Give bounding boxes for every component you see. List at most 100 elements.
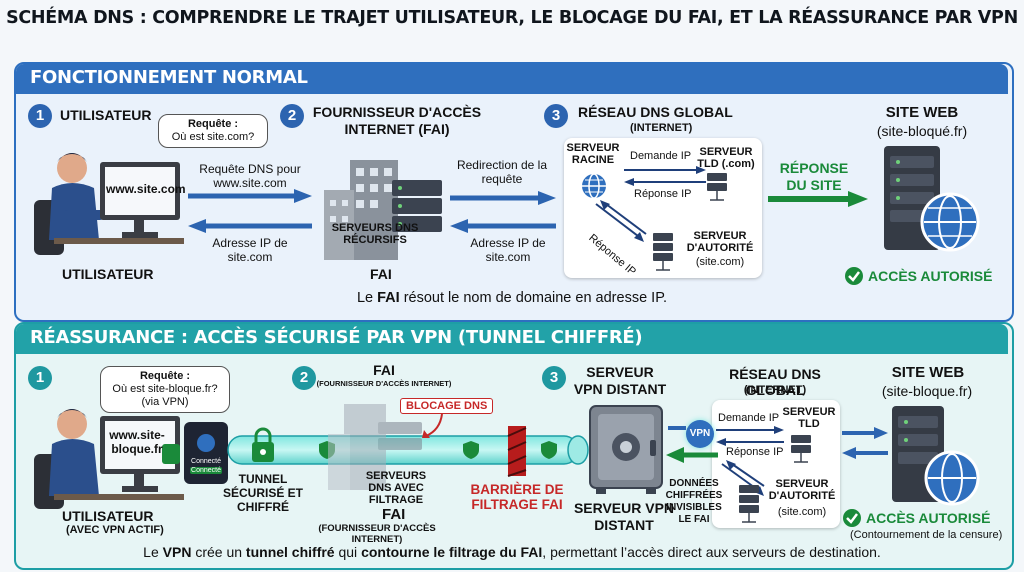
page-title: SCHÉMA DNS : COMPRENDRE LE TRAJET UTILIS… bbox=[6, 8, 1018, 28]
arrow-redirect-label: Redirection de la requête bbox=[456, 158, 548, 186]
vpn-auth-label: SERVEUR D'AUTORITÉ bbox=[768, 478, 836, 502]
vpn-site-return-arrow-icon bbox=[842, 447, 888, 459]
vpn-web-server-icon bbox=[892, 406, 980, 506]
bubble-title: Requête : bbox=[187, 118, 239, 130]
auth-exchange-arrows-icon bbox=[595, 200, 647, 242]
vpn-header-bar bbox=[16, 324, 1008, 354]
vpn-step-2-badge: 2 bbox=[292, 366, 316, 390]
normal-header: FONCTIONNEMENT NORMAL bbox=[30, 67, 308, 88]
dns-block-badge: BLOCAGE DNS bbox=[400, 398, 494, 414]
vpn-tld-arrows-icon bbox=[716, 426, 784, 446]
vpn-header: RÉASSURANCE : ACCÈS SÉCURISÉ PAR VPN (TU… bbox=[30, 327, 643, 348]
reponse-ip-label: Réponse IP bbox=[634, 188, 692, 200]
arrow-request-icon bbox=[188, 189, 312, 203]
arrow-request-label: Requête DNS pour www.site.com bbox=[199, 162, 301, 190]
bubble-text: Où est site-bloque.fr? bbox=[112, 383, 218, 395]
shield-icon bbox=[463, 441, 479, 459]
shield-icon bbox=[541, 441, 557, 459]
bubble-sub: (via VPN) bbox=[141, 396, 189, 408]
footer-bold: tunnel chiffré bbox=[245, 544, 335, 560]
site-title: SITE WEB bbox=[885, 104, 959, 121]
user-computer-illustration bbox=[34, 153, 184, 255]
arrow-response-site-icon bbox=[768, 191, 868, 207]
footer-text: , permettant l’accès direct aux serveurs… bbox=[542, 544, 881, 560]
normal-footer: Le FAI résout le nom de domaine en adres… bbox=[0, 290, 1024, 306]
recursive-servers-label: SERVEURS DNS RÉCURSIFS bbox=[331, 222, 419, 246]
arrow-ip-icon bbox=[450, 219, 556, 233]
filtering-servers-label: SERVEURS DNS AVEC FILTRAGE bbox=[365, 470, 427, 506]
footer-text: crée un bbox=[191, 544, 246, 560]
vpn-badge-icon: VPN bbox=[686, 420, 714, 448]
auth-server-icon bbox=[653, 233, 673, 271]
arrow-ip-label: Adresse IP de site.com bbox=[470, 236, 546, 264]
step-2-badge: 2 bbox=[280, 104, 304, 128]
vpn-tld-server-icon bbox=[791, 435, 811, 463]
site-sub: (site-bloqué.fr) bbox=[876, 123, 968, 139]
vpn-auth-server-icon bbox=[739, 485, 759, 523]
step-3-title: RÉSEAU DNS GLOBAL bbox=[578, 104, 733, 120]
filter-barrier-icon bbox=[507, 426, 527, 477]
padlock-icon bbox=[252, 427, 274, 462]
auth-server-label: SERVEUR D'AUTORITÉ bbox=[686, 230, 754, 254]
vpn-auth-sub: (site.com) bbox=[777, 506, 827, 518]
arrow-response-label: Adresse IP de site.com bbox=[212, 236, 288, 264]
vpn-site-sub: (site-bloque.fr) bbox=[881, 383, 973, 399]
vpn-server-label: SERVEUR VPN DISTANT bbox=[573, 500, 675, 533]
vpn-check-icon bbox=[843, 509, 861, 527]
filter-barrier-label: BARRIÈRE DE FILTRAGE FAI bbox=[470, 482, 564, 512]
step-1-title: UTILISATEUR bbox=[60, 107, 152, 123]
vpn-phone: Connecté Connecté bbox=[184, 422, 228, 484]
vpn-server-title: SERVEUR VPN DISTANT bbox=[573, 364, 667, 397]
check-icon bbox=[845, 267, 863, 285]
vpn-reponse-label: Réponse IP bbox=[726, 446, 784, 458]
vpn-user-label: UTILISATEUR bbox=[62, 508, 154, 524]
vpn-isp-subtitle: (FOURNISSEUR D'ACCÈS INTERNET) bbox=[316, 379, 452, 388]
access-granted-label: ACCÈS AUTORISÉ bbox=[868, 268, 993, 284]
vpn-request-bubble: Requête : Où est site-bloque.fr? (via VP… bbox=[100, 366, 230, 413]
invisible-data-label: DONNÉES CHIFFRÉES INVISIBLES LE FAI bbox=[665, 478, 723, 525]
bubble-title: Requête : bbox=[139, 370, 191, 382]
step-3-badge: 3 bbox=[544, 104, 568, 128]
vpn-demande-label: Demande IP bbox=[718, 412, 780, 424]
arrow-response-icon bbox=[188, 219, 312, 233]
vpn-isp-building-icon bbox=[328, 404, 422, 490]
footer-text: Le bbox=[143, 544, 163, 560]
step-2-title: FOURNISSEUR D'ACCÈS INTERNET (FAI) bbox=[312, 104, 482, 137]
bubble-text: Où est site.com? bbox=[171, 131, 255, 143]
vpn-user-sub: (AVEC VPN ACTIF) bbox=[66, 524, 164, 536]
footer-bold: contourne le filtrage du FAI bbox=[361, 544, 543, 560]
tld-server-icon bbox=[707, 173, 727, 201]
tld-server-label: SERVEUR TLD (.com) bbox=[697, 146, 755, 170]
vpn-phone-button[interactable]: Connecté bbox=[190, 467, 222, 474]
vpn-screen-url: www.site-bloque.fr bbox=[109, 428, 165, 456]
globe-icon bbox=[582, 173, 606, 199]
footer-text: résout le nom de domaine en adresse IP. bbox=[399, 290, 668, 306]
step-3-subtitle: (INTERNET) bbox=[630, 122, 693, 134]
vpn-isp-label: FAI bbox=[382, 506, 406, 523]
vpn-site-title: SITE WEB bbox=[891, 364, 965, 381]
vpn-isp-title: FAI bbox=[373, 362, 395, 378]
demande-ip-label: Demande IP bbox=[630, 150, 692, 162]
vpn-phone-status: Connecté bbox=[191, 458, 221, 465]
vpn-access-label: ACCÈS AUTORISÉ bbox=[866, 510, 991, 526]
vpn-site-arrow-icon bbox=[842, 427, 888, 439]
step-1-badge: 1 bbox=[28, 104, 52, 128]
vpn-step-3-badge: 3 bbox=[542, 366, 566, 390]
vpn-isp-label-sub: (FOURNISSEUR D'ACCÈS INTERNET) bbox=[318, 523, 436, 545]
vpn-dns-subtitle: (INTERNET) bbox=[743, 384, 807, 396]
vpn-user-computer-illustration bbox=[34, 409, 184, 509]
footer-text: Le bbox=[356, 290, 378, 306]
encrypted-data-arrow-icon bbox=[666, 447, 718, 463]
vpn-phone-shield-icon bbox=[197, 434, 215, 452]
isp-label: FAI bbox=[370, 266, 392, 282]
footer-bold: VPN bbox=[162, 544, 192, 560]
vpn-step-1-badge: 1 bbox=[28, 366, 52, 390]
arrow-redirect-icon bbox=[450, 191, 556, 205]
isp-building-icon bbox=[324, 160, 442, 260]
screen-url: www.site.com bbox=[106, 182, 186, 196]
request-bubble: Requête : Où est site.com? bbox=[158, 114, 268, 148]
vpn-tld-label: SERVEUR TLD bbox=[782, 406, 836, 430]
footer-text: qui bbox=[334, 544, 362, 560]
normal-header-bar bbox=[16, 64, 1008, 94]
web-server-icon bbox=[884, 146, 980, 252]
